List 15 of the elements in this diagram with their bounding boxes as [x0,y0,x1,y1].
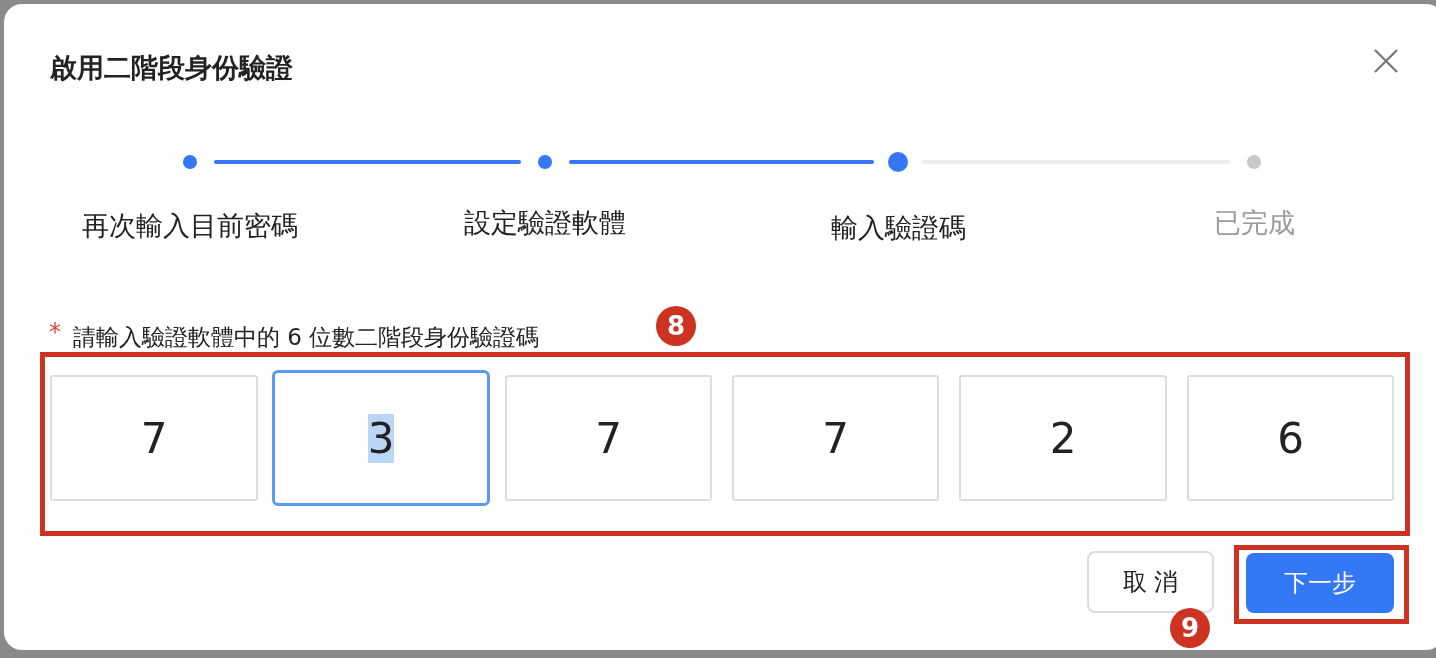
code-input-field: 7 [505,375,712,501]
code-input-field: 2 [959,375,1167,501]
field-label: 請輸入驗證軟體中的 6 位數二階段身份驗證碼 [73,323,540,352]
step-label: 設定驗證軟體 [464,206,626,240]
next-button: 下一步 [1246,553,1394,613]
step-label: 再次輸入目前密碼 [82,209,298,243]
step-label: 已完成 [1213,206,1295,240]
code-input-field: 7 [50,375,258,501]
code-input-field: 7 [732,375,939,501]
code-input-field: 3 [272,370,490,506]
dialog-title: 啟用二階段身份驗證 [50,51,293,85]
required-mark: * [49,318,61,346]
code-input-field: 6 [1187,375,1394,501]
step-label: 輸入驗證碼 [830,211,966,245]
cancel-button: 取 消 [1087,551,1214,613]
